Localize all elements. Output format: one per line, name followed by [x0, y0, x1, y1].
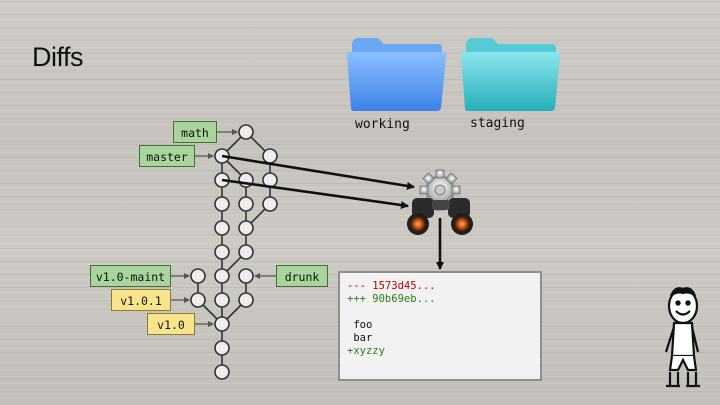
diff-new-header: +++ 90b69eb... — [347, 293, 436, 305]
folder-icon — [347, 38, 447, 111]
commit-node — [190, 268, 206, 284]
branch-math: math — [173, 121, 217, 143]
commit-node — [238, 196, 254, 212]
tag-v1.0.1: v1.0.1 — [111, 289, 171, 311]
staging-label: staging — [470, 116, 525, 131]
commit-node — [238, 292, 254, 308]
commit-node — [262, 148, 278, 164]
commit-node — [214, 196, 230, 212]
commit-node — [238, 268, 254, 284]
diff-context-line: bar — [347, 332, 373, 344]
diff-old-header: --- 1573d45... — [347, 280, 436, 292]
stick-figure-icon — [664, 287, 700, 388]
diff-blank-line — [347, 306, 540, 319]
commit-node — [238, 244, 254, 260]
tag-v1.0: v1.0 — [147, 313, 195, 335]
diff-output: --- 1573d45... +++ 90b69eb... foo bar +x… — [338, 271, 542, 381]
commit-node — [238, 124, 254, 140]
diff-context-line: foo — [347, 319, 373, 331]
commit-node — [214, 244, 230, 260]
commit-node — [214, 292, 230, 308]
slide-title: Diffs — [32, 42, 84, 72]
commit-node — [190, 292, 206, 308]
commit-node — [214, 364, 230, 380]
binoculars-icon — [407, 198, 473, 235]
branch-v1.0-maint: v1.0-maint — [90, 265, 171, 287]
commit-node — [214, 316, 230, 332]
branch-master: master — [139, 145, 195, 167]
commit-node — [262, 196, 278, 212]
branch-drunk: drunk — [276, 265, 328, 287]
diff-added-line: +xyzzy — [347, 345, 385, 357]
commit-node — [214, 268, 230, 284]
working-label: working — [355, 117, 410, 132]
commit-node — [238, 220, 254, 236]
folder-icon — [461, 38, 561, 111]
commit-node — [214, 220, 230, 236]
commit-node — [214, 340, 230, 356]
